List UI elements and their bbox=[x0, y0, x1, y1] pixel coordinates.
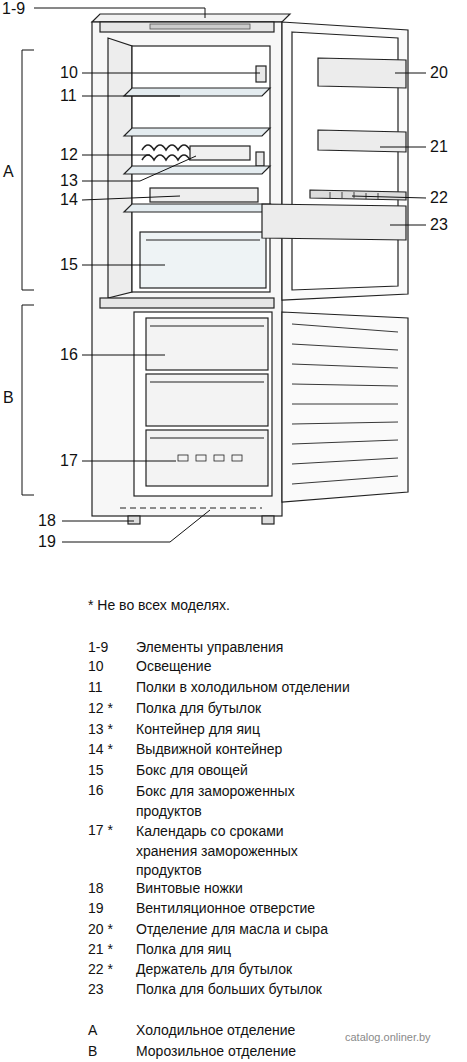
list-number: 16 bbox=[88, 782, 104, 799]
callout-number: 16 bbox=[60, 346, 78, 364]
watermark: catalog.onliner.by bbox=[345, 1028, 431, 1046]
callout-number: 11 bbox=[60, 87, 77, 105]
list-number: 21 * bbox=[88, 941, 113, 958]
list-number: 12 * bbox=[88, 700, 113, 717]
list-description: Морозильное отделение bbox=[136, 1043, 296, 1060]
list-description: Освещение bbox=[136, 658, 211, 675]
section-letter: A bbox=[3, 163, 14, 181]
list-number: 11 bbox=[88, 679, 103, 696]
list-description: Винтовые ножки bbox=[136, 880, 243, 897]
list-description: Вентиляционное отверстие bbox=[136, 900, 315, 917]
list-description: Календарь со сроками хранения замороженн… bbox=[136, 822, 326, 881]
list-description: Бокс для замороженных продуктов bbox=[136, 782, 326, 821]
list-number: 20 * bbox=[88, 921, 113, 938]
list-number: 18 bbox=[88, 880, 104, 897]
callout-number: 22 bbox=[430, 189, 448, 207]
list-description: Полки в холодильном отделении bbox=[136, 679, 350, 696]
list-number: 13 * bbox=[88, 721, 113, 738]
list-description: Полка для больших бутылок bbox=[136, 981, 322, 998]
list-description: Бокс для овощей bbox=[136, 762, 248, 779]
list-description: Отделение для масла и сыра bbox=[136, 921, 328, 938]
list-number: 1-9 bbox=[88, 639, 108, 656]
callout-number: 18 bbox=[38, 512, 56, 530]
callout-number: 17 bbox=[60, 452, 78, 470]
list-number: 22 * bbox=[88, 961, 113, 978]
callout-number: 19 bbox=[38, 533, 56, 551]
list-number: A bbox=[88, 1022, 97, 1039]
footnote: * Не во всех моделях. bbox=[88, 597, 230, 614]
list-description: Элементы управления bbox=[136, 639, 283, 656]
list-number: 10 bbox=[88, 658, 104, 675]
callout-number: 20 bbox=[430, 64, 448, 82]
list-description: Контейнер для яиц bbox=[136, 721, 260, 738]
callout-number: 15 bbox=[60, 256, 78, 274]
section-letter: B bbox=[3, 389, 14, 407]
callout-number: 12 bbox=[60, 146, 78, 164]
list-description: Выдвижной контейнер bbox=[136, 741, 282, 758]
callout-number: 21 bbox=[430, 138, 448, 156]
list-number: 23 bbox=[88, 981, 104, 998]
callout-number: 13 bbox=[60, 172, 78, 190]
list-number: 17 * bbox=[88, 822, 113, 839]
callout-number: 10 bbox=[60, 64, 78, 82]
list-description: Полка для яиц bbox=[136, 941, 231, 958]
list-description: Держатель для бутылок bbox=[136, 961, 292, 978]
callout-number: 1-9 bbox=[2, 0, 25, 18]
list-number: B bbox=[88, 1043, 97, 1060]
list-description: Полка для бутылок bbox=[136, 700, 261, 717]
list-number: 15 bbox=[88, 762, 104, 779]
list-description: Холодильное отделение bbox=[136, 1022, 295, 1039]
list-number: 19 bbox=[88, 900, 104, 917]
list-number: 14 * bbox=[88, 741, 113, 758]
callout-number: 23 bbox=[430, 216, 448, 234]
callout-number: 14 bbox=[60, 191, 78, 209]
